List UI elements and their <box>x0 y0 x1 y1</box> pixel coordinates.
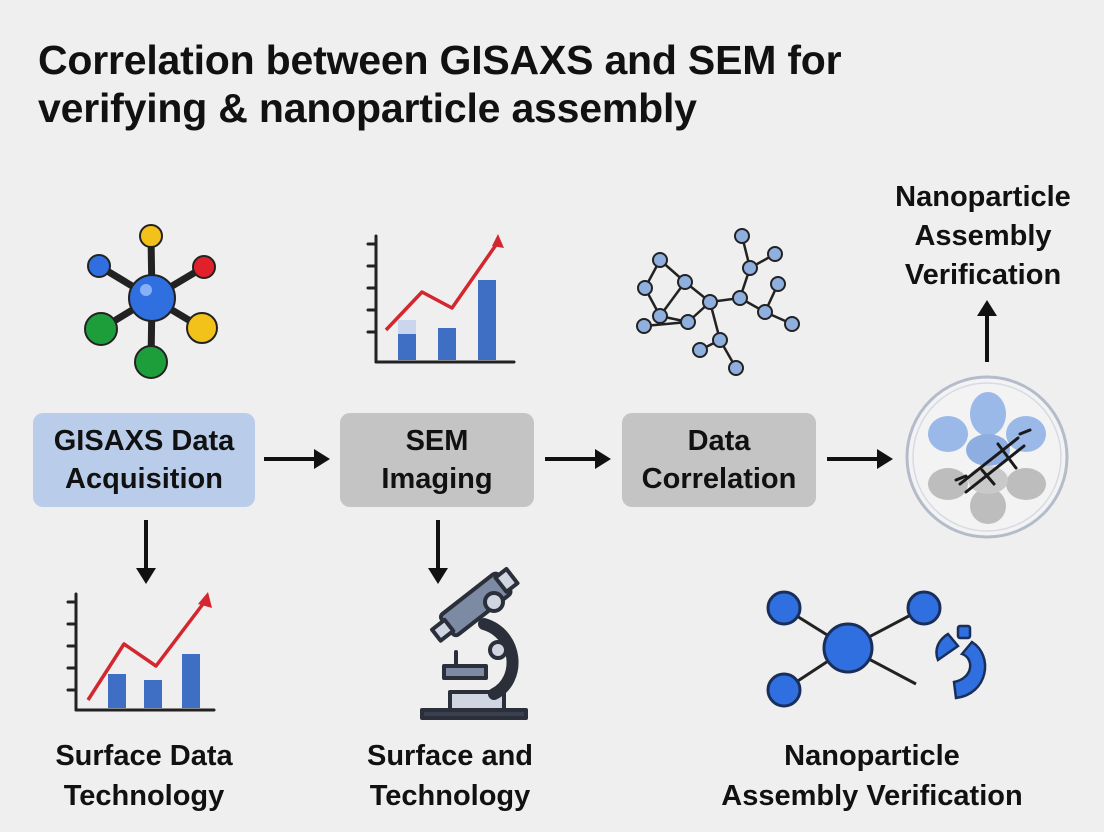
surface-and-technology-label: Surface and Technology <box>330 736 570 816</box>
nano-bottom-line-1: Nanoparticle <box>784 740 960 772</box>
gisaxs-node-line-1: GISAXS Data <box>53 425 235 457</box>
surface-and-line-1: Surface and <box>367 740 533 772</box>
correlation-node-line-1: Data <box>687 425 751 457</box>
arrow-right-2 <box>545 449 611 469</box>
arrow-up <box>977 300 997 362</box>
surface-data-technology-label: Surface Data Technology <box>24 736 264 816</box>
top-right-verification-label: Nanoparticle Assembly Verification <box>870 178 1096 295</box>
top-right-label-line-3: Verification <box>904 259 1062 291</box>
node-network-icon <box>766 590 987 708</box>
top-right-label-line-2: Assembly <box>914 220 1052 252</box>
arrow-right-3 <box>827 449 893 469</box>
sem-node-line-2: Imaging <box>381 463 493 495</box>
arrow-down-1 <box>136 520 156 584</box>
top-right-label-line-1: Nanoparticle <box>895 181 1071 213</box>
microscope-icon <box>420 566 528 720</box>
sem-imaging-node: SEM Imaging <box>340 413 534 507</box>
nanoparticle-circle-icon <box>905 375 1069 539</box>
diagram-title: Correlation between GISAXS and SEM for v… <box>38 36 1078 132</box>
surface-data-line-1: Surface Data <box>55 740 233 772</box>
nano-bottom-line-2: Assembly Verification <box>721 780 1023 812</box>
surface-data-line-2: Technology <box>63 780 225 812</box>
sem-node-line-1: SEM <box>405 425 469 457</box>
data-correlation-node: Data Correlation <box>622 413 816 507</box>
gisaxs-data-acquisition-node: GISAXS Data Acquisition <box>33 413 255 507</box>
molecule-icon <box>84 224 218 379</box>
title-line-1: Correlation between GISAXS and SEM for <box>38 37 842 83</box>
arrow-right-1 <box>264 449 330 469</box>
gisaxs-node-line-2: Acquisition <box>65 463 223 495</box>
network-icon <box>636 228 800 376</box>
correlation-node-line-2: Correlation <box>641 463 797 495</box>
surface-and-line-2: Technology <box>369 780 531 812</box>
arrow-down-2 <box>428 520 448 584</box>
nanoparticle-assembly-verification-label: Nanoparticle Assembly Verification <box>682 736 1062 816</box>
title-line-2: verifying & nanoparticle assembly <box>38 85 697 131</box>
bar-chart-icon <box>366 234 516 364</box>
bar-chart-icon <box>66 592 216 712</box>
